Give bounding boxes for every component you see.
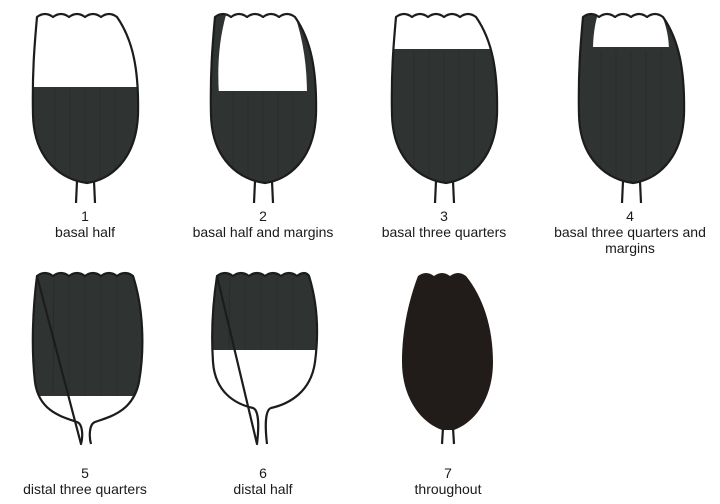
lemma-shape [25,5,145,205]
figure-number: 6 [178,465,348,481]
figure-number: 4 [540,208,720,224]
lemma-figure-3 [384,5,504,205]
caption-6: 6 distal half [178,465,348,497]
figure-label: distal half [178,481,348,497]
figure-number: 5 [0,465,170,481]
caption-5: 5 distal three quarters [0,465,170,497]
lemma-figure-7 [388,262,508,462]
lemma-shape [571,5,691,205]
lemma-figure-1 [25,5,145,205]
figure-label: basal half [0,224,170,240]
figure-label: throughout [363,481,533,497]
lemma-figure-2 [203,5,323,205]
figure-label: basal three quarters and margins [540,224,720,256]
lemma-figure-4 [571,5,691,205]
caption-2: 2 basal half and margins [178,208,348,240]
lemma-figure-5 [29,262,149,462]
caption-4: 4 basal three quarters and margins [540,208,720,256]
figure-number: 3 [359,208,529,224]
lemma-figure-6 [205,262,325,462]
caption-1: 1 basal half [0,208,170,240]
figure-label: basal three quarters [359,224,529,240]
figure-number: 1 [0,208,170,224]
caption-3: 3 basal three quarters [359,208,529,240]
figure-number: 7 [363,465,533,481]
lemma-shape [205,262,325,462]
figure-label: distal three quarters [0,481,170,497]
lemma-shape [29,262,149,462]
caption-7: 7 throughout [363,465,533,497]
figure-number: 2 [178,208,348,224]
lemma-shape [388,262,508,462]
lemma-shape [384,5,504,205]
figure-label: basal half and margins [178,224,348,240]
lemma-shape [203,5,323,205]
